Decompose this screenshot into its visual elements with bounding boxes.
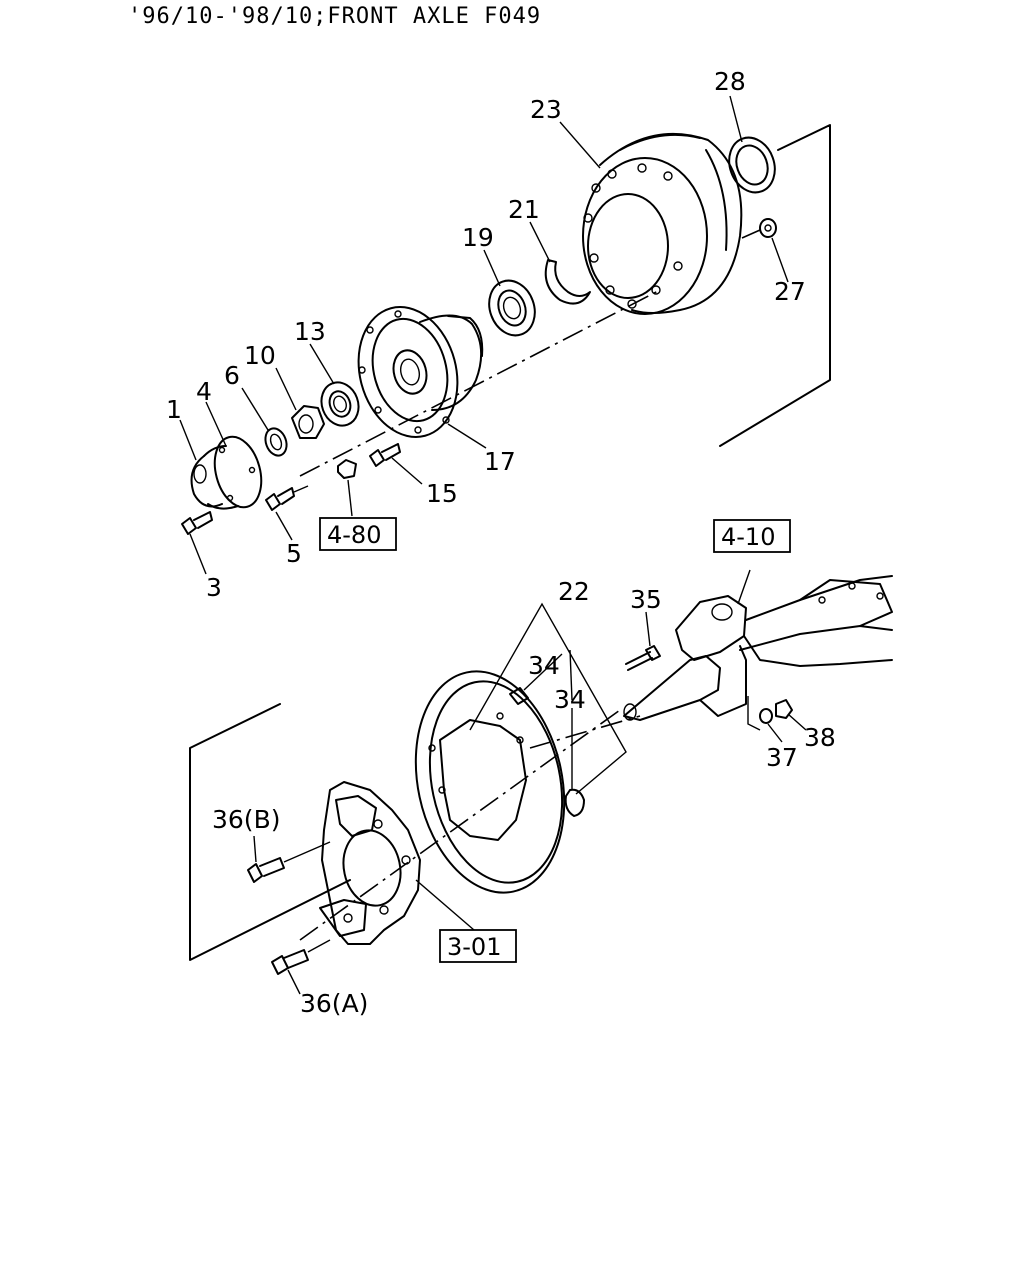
snap-ring-21 xyxy=(544,259,591,305)
hub-cap-4 xyxy=(203,435,263,510)
hub-bolt-15 xyxy=(369,443,401,467)
callout-36a: 36(A) xyxy=(300,989,368,1018)
callout-27: 27 xyxy=(774,277,806,306)
callout-5: 5 xyxy=(286,539,302,568)
callout-38: 38 xyxy=(804,723,836,752)
reference-4-10: 4-10 xyxy=(721,523,775,551)
bolt-36b xyxy=(247,835,331,883)
brake-drum xyxy=(582,132,743,315)
clip-34-upper xyxy=(509,687,529,705)
callout-labels: 1 4 6 10 13 17 19 21 23 28 27 15 5 3 22 … xyxy=(166,67,836,1018)
washer-37 xyxy=(759,708,783,743)
callout-17: 17 xyxy=(484,447,516,476)
bearing-13 xyxy=(320,381,360,427)
callout-34-lower: 34 xyxy=(554,685,586,714)
callout-21: 21 xyxy=(508,195,540,224)
bolt-35 xyxy=(625,611,661,671)
callout-34-upper: 34 xyxy=(528,651,560,680)
leader-22 xyxy=(469,602,627,795)
callout-35: 35 xyxy=(630,585,662,614)
callout-19: 19 xyxy=(462,223,494,252)
wheel-hub-17 xyxy=(357,306,484,438)
upper-axis xyxy=(299,124,831,477)
reference-3-01: 3-01 xyxy=(447,933,501,961)
callout-28: 28 xyxy=(714,67,746,96)
bolt-5 xyxy=(265,485,309,511)
bolt-3 xyxy=(181,511,213,535)
callout-4: 4 xyxy=(196,377,212,406)
bolt-36a xyxy=(271,939,331,995)
callout-15: 15 xyxy=(426,479,458,508)
callout-36b: 36(B) xyxy=(212,805,280,834)
callout-3: 3 xyxy=(206,573,222,602)
reference-box-4-80: 4-80 xyxy=(319,517,397,551)
callout-6: 6 xyxy=(224,361,240,390)
callout-1: 1 xyxy=(166,395,182,424)
callout-13: 13 xyxy=(294,317,326,346)
hub-nut-10 xyxy=(291,405,325,439)
grease-cap-1 xyxy=(190,455,223,508)
leader-lines-upper xyxy=(179,95,789,575)
nut-27 xyxy=(759,218,777,238)
bearing-19 xyxy=(488,279,536,337)
callout-23: 23 xyxy=(530,95,562,124)
clip-34-lower xyxy=(564,788,585,817)
nut-38 xyxy=(775,699,807,731)
brake-anchor-plate xyxy=(319,781,421,945)
leader-3-01 xyxy=(415,879,475,931)
steering-knuckle xyxy=(623,569,893,731)
reference-4-80: 4-80 xyxy=(327,521,381,549)
oil-seal-28 xyxy=(728,136,776,194)
callout-22: 22 xyxy=(558,577,590,606)
nut-4-80 xyxy=(337,459,357,479)
backing-plate-22 xyxy=(414,670,566,894)
page-title: '96/10-'98/10;FRONT AXLE F049 xyxy=(128,4,542,29)
reference-box-3-01: 3-01 xyxy=(439,929,517,963)
lock-washer-6 xyxy=(264,427,288,457)
reference-box-4-10: 4-10 xyxy=(713,519,791,553)
callout-37: 37 xyxy=(766,743,798,772)
callout-10: 10 xyxy=(244,341,276,370)
